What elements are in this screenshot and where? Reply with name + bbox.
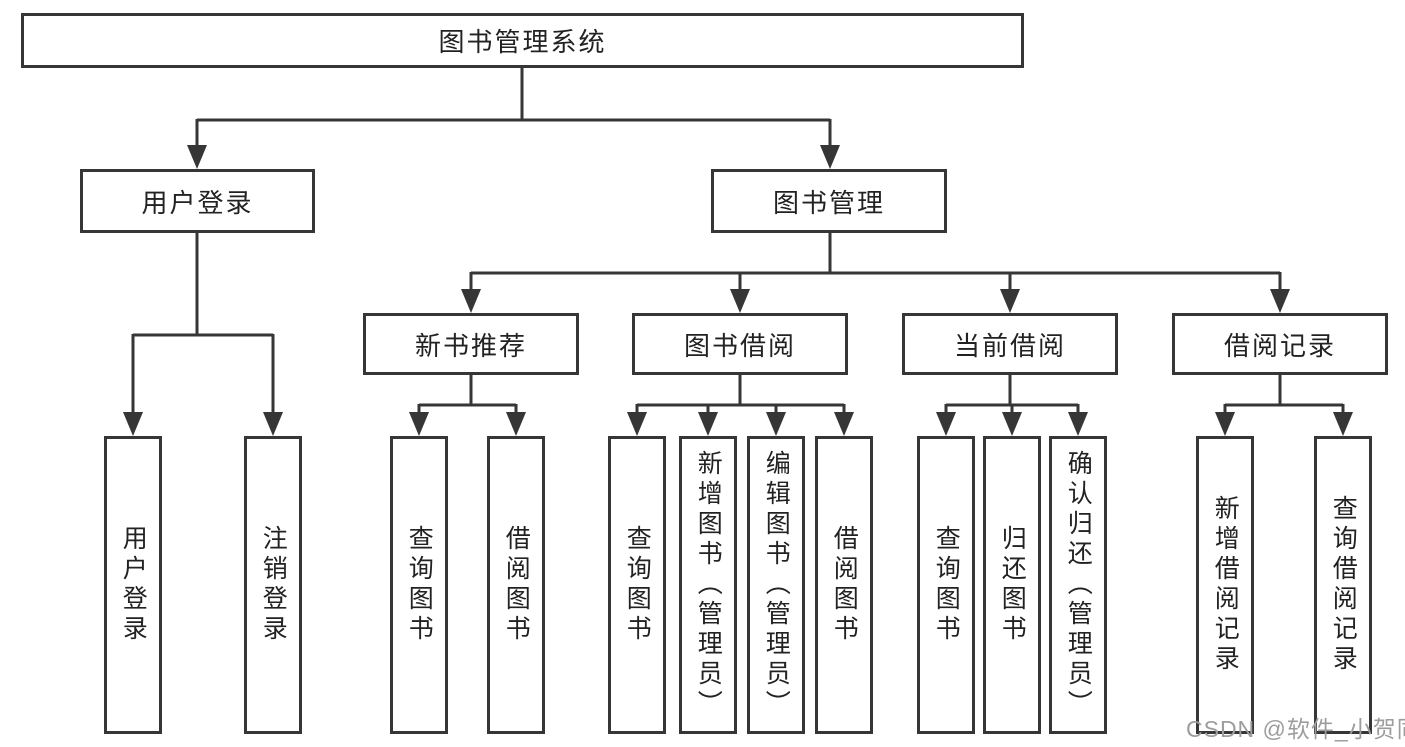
- leaf-add-borrow-record-label: 新增借阅记录: [1211, 495, 1240, 675]
- leaf-borrow-books-recommend-label: 借阅图书: [502, 525, 531, 645]
- leaf-add-book-admin-label: 新增图书（管理员）: [694, 450, 723, 720]
- leaf-user-login-label: 用户登录: [119, 525, 148, 645]
- leaf-borrow-books-recommend: 借阅图书: [487, 436, 545, 734]
- leaf-edit-book-admin-label: 编辑图书（管理员）: [762, 450, 791, 720]
- leaf-query-books-current-label: 查询图书: [932, 525, 961, 645]
- leaf-query-books-recommend: 查询图书: [390, 436, 448, 734]
- node-book-management: 图书管理: [711, 169, 947, 233]
- leaf-logout-label: 注销登录: [259, 525, 288, 645]
- node-library-management-system: 图书管理系统: [21, 13, 1024, 68]
- leaf-query-books-borrowing: 查询图书: [608, 436, 666, 734]
- node-book-borrowing: 图书借阅: [632, 313, 848, 375]
- node-new-book-recommend: 新书推荐: [363, 313, 579, 375]
- leaf-confirm-return-admin: 确认归还（管理员）: [1049, 436, 1107, 734]
- leaf-query-borrow-record-label: 查询借阅记录: [1329, 495, 1358, 675]
- watermark-csdn: CSDN @软件_小贺同学: [1186, 716, 1405, 742]
- leaf-borrow-books-borrowing-label: 借阅图书: [830, 525, 859, 645]
- leaf-return-book: 归还图书: [983, 436, 1041, 734]
- leaf-return-book-label: 归还图书: [998, 525, 1027, 645]
- leaf-query-books-recommend-label: 查询图书: [405, 525, 434, 645]
- node-user-login-branch: 用户登录: [80, 169, 315, 233]
- leaf-add-borrow-record: 新增借阅记录: [1196, 436, 1254, 734]
- leaf-edit-book-admin: 编辑图书（管理员）: [747, 436, 805, 734]
- node-borrowing-records: 借阅记录: [1172, 313, 1388, 375]
- leaf-query-books-borrowing-label: 查询图书: [623, 525, 652, 645]
- leaf-query-books-current: 查询图书: [917, 436, 975, 734]
- leaf-query-borrow-record: 查询借阅记录: [1314, 436, 1372, 734]
- leaf-logout: 注销登录: [244, 436, 302, 734]
- leaf-user-login: 用户登录: [104, 436, 162, 734]
- leaf-confirm-return-admin-label: 确认归还（管理员）: [1064, 450, 1093, 720]
- leaf-borrow-books-borrowing: 借阅图书: [815, 436, 873, 734]
- leaf-add-book-admin: 新增图书（管理员）: [679, 436, 737, 734]
- node-current-borrowing: 当前借阅: [902, 313, 1118, 375]
